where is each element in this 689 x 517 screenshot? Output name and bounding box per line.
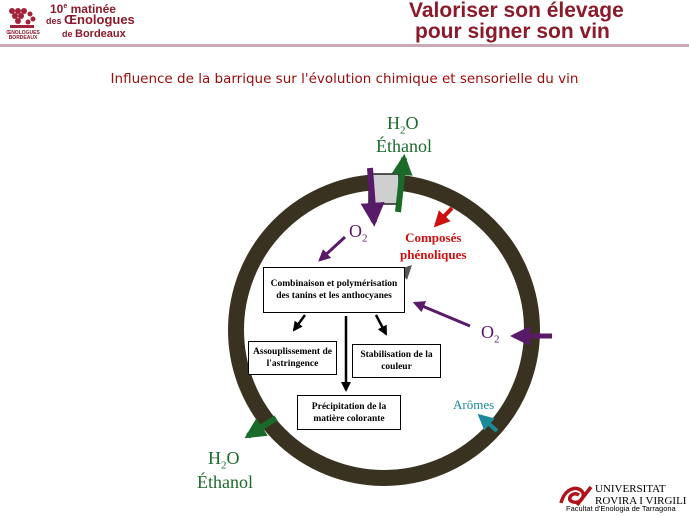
right-oxygen-label: O2: [481, 322, 500, 346]
slide-title-line2: pour signer son vin: [415, 20, 610, 43]
bottom-water-out-arrow: [244, 415, 278, 439]
softening-box: Assouplissement de l'astringence: [248, 341, 337, 375]
phenolics-arrow: [433, 206, 454, 228]
combination-box: Combinaison et polymérisation des tanins…: [263, 267, 405, 313]
slide-header: ŒNOLOGUES BORDEAUX 10e matinée des Œnolo…: [0, 0, 689, 44]
aromas-arrow: [477, 413, 499, 433]
diagram-subtitle: Influence de la barrique sur l'évolution…: [110, 71, 579, 87]
event-title-line3: de Bordeaux: [62, 28, 126, 40]
phenolics-label-line1: Composés: [405, 230, 462, 245]
urv-emblem-icon: [559, 485, 593, 507]
event-title-line1: 10e matinée: [50, 2, 116, 16]
top-water-out-arrow: [391, 153, 413, 213]
phenolics-label-line2: phénoliques: [400, 247, 467, 262]
university-name-line1: UNIVERSITAT: [595, 483, 666, 495]
grape-logo-icon: [9, 8, 36, 28]
stabilisation-box-text: Stabilisation de la couleur: [360, 350, 433, 372]
header-divider: [0, 44, 689, 47]
stabilisation-box: Stabilisation de la couleur: [352, 344, 441, 378]
top-water-label: H2O: [387, 113, 419, 137]
inner-oxygen-arrow: [318, 235, 347, 262]
top-ethanol-label: Éthanol: [376, 136, 432, 156]
stabilisation-arrow: [374, 314, 388, 336]
aromas-label: Arômes: [453, 397, 495, 412]
logo-label: ŒNOLOGUES BORDEAUX: [6, 30, 40, 41]
urv-logo: [555, 478, 689, 517]
top-oxygen-in-arrow: [360, 167, 385, 227]
slide-title: Valoriser son élevage pour signer son vi…: [409, 0, 679, 42]
precipitation-box-text: Précipitation de la matière colorante: [311, 401, 387, 424]
faculty-name: Facultat d'Enologia de Tarragona: [566, 504, 676, 513]
phenolics-label: Composés phénoliques: [400, 229, 466, 263]
precipitation-box: Précipitation de la matière colorante: [297, 395, 401, 430]
softening-box-text: Assouplissement de l'astringence: [253, 347, 332, 369]
combination-box-text: Combinaison et polymérisation des tanins…: [270, 279, 398, 301]
inner-oxygen-label: O2: [349, 221, 368, 245]
bottom-ethanol-label: Éthanol: [197, 472, 253, 492]
slide-title-line1: Valoriser son élevage: [409, 0, 624, 22]
event-title-line2: des Œnologues: [46, 12, 135, 27]
right-oxygen-inner-arrow: [412, 301, 471, 328]
university-name-line2: ROVIRA I VIRGILI: [595, 495, 687, 507]
oenologues-logo: [2, 2, 42, 42]
university-name: UNIVERSITAT ROVIRA I VIRGILI: [595, 483, 686, 507]
bottom-water-label: H2O: [208, 448, 240, 472]
softening-arrow: [292, 314, 307, 332]
